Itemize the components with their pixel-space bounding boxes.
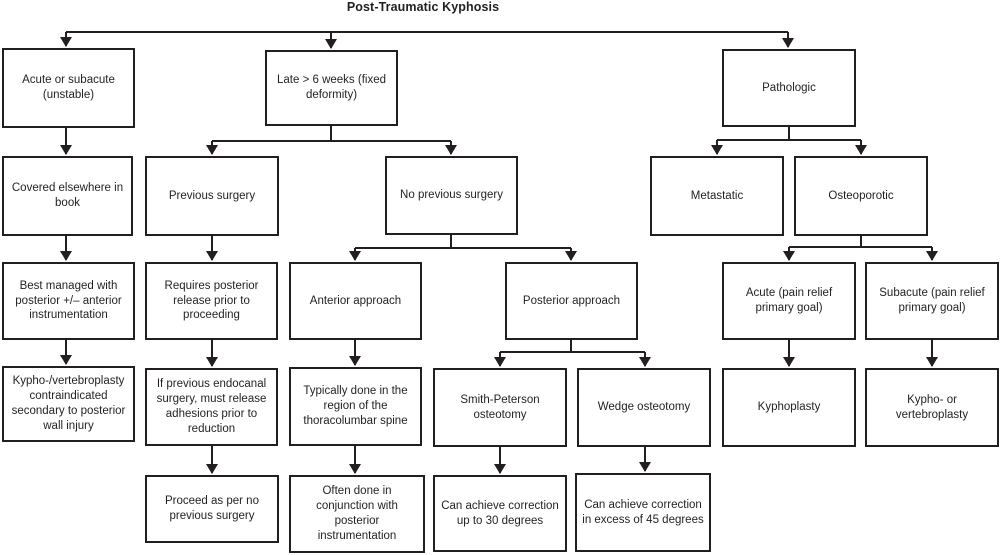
node-smith-peterson-osteotomy: Smith-Peterson osteotomy: [433, 368, 567, 447]
node-acute-pain-relief: Acute (pain relief primary goal): [722, 262, 856, 340]
node-correction-30-degrees: Can achieve correction up to 30 degrees: [433, 475, 567, 552]
node-thoracolumbar: Typically done in the region of the thor…: [289, 367, 422, 446]
node-best-managed: Best managed with posterior +/– anterior…: [2, 262, 135, 340]
connector-bars: [66, 31, 932, 353]
node-often-conjunction: Often done in conjunction with posterior…: [289, 475, 425, 553]
node-previous-surgery: Previous surgery: [145, 156, 279, 236]
node-kyphoplasty: Kyphoplasty: [722, 368, 856, 447]
diagram-title: Post-Traumatic Kyphosis: [346, 0, 500, 14]
node-requires-release: Requires posterior release prior to proc…: [145, 262, 278, 340]
node-correction-45-degrees: Can achieve correction in excess of 45 d…: [575, 473, 711, 552]
node-proceed-no-previous: Proceed as per no previous surgery: [145, 475, 279, 543]
node-subacute-pain-relief: Subacute (pain relief primary goal): [865, 262, 999, 340]
node-kypho-or-vertebroplasty: Kypho- or vertebroplasty: [865, 368, 999, 447]
node-late-fixed-deformity: Late > 6 weeks (fixed deformity): [265, 50, 398, 126]
node-pathologic: Pathologic: [722, 49, 856, 127]
node-acute-subacute-unstable: Acute or subacute (unstable): [2, 48, 135, 128]
node-anterior-approach: Anterior approach: [289, 262, 422, 340]
node-posterior-approach: Posterior approach: [505, 262, 638, 340]
node-osteoporotic: Osteoporotic: [794, 156, 928, 236]
node-wedge-osteotomy: Wedge osteotomy: [577, 368, 711, 447]
node-no-previous-surgery: No previous surgery: [385, 156, 518, 235]
node-endocanal: If previous endocanal surgery, must rele…: [145, 368, 278, 446]
node-covered-elsewhere: Covered elsewhere in book: [2, 156, 133, 236]
node-kypho-contraindicated: Kypho-/vertebroplasty contraindicated se…: [2, 366, 135, 442]
node-metastatic: Metastatic: [650, 156, 784, 236]
